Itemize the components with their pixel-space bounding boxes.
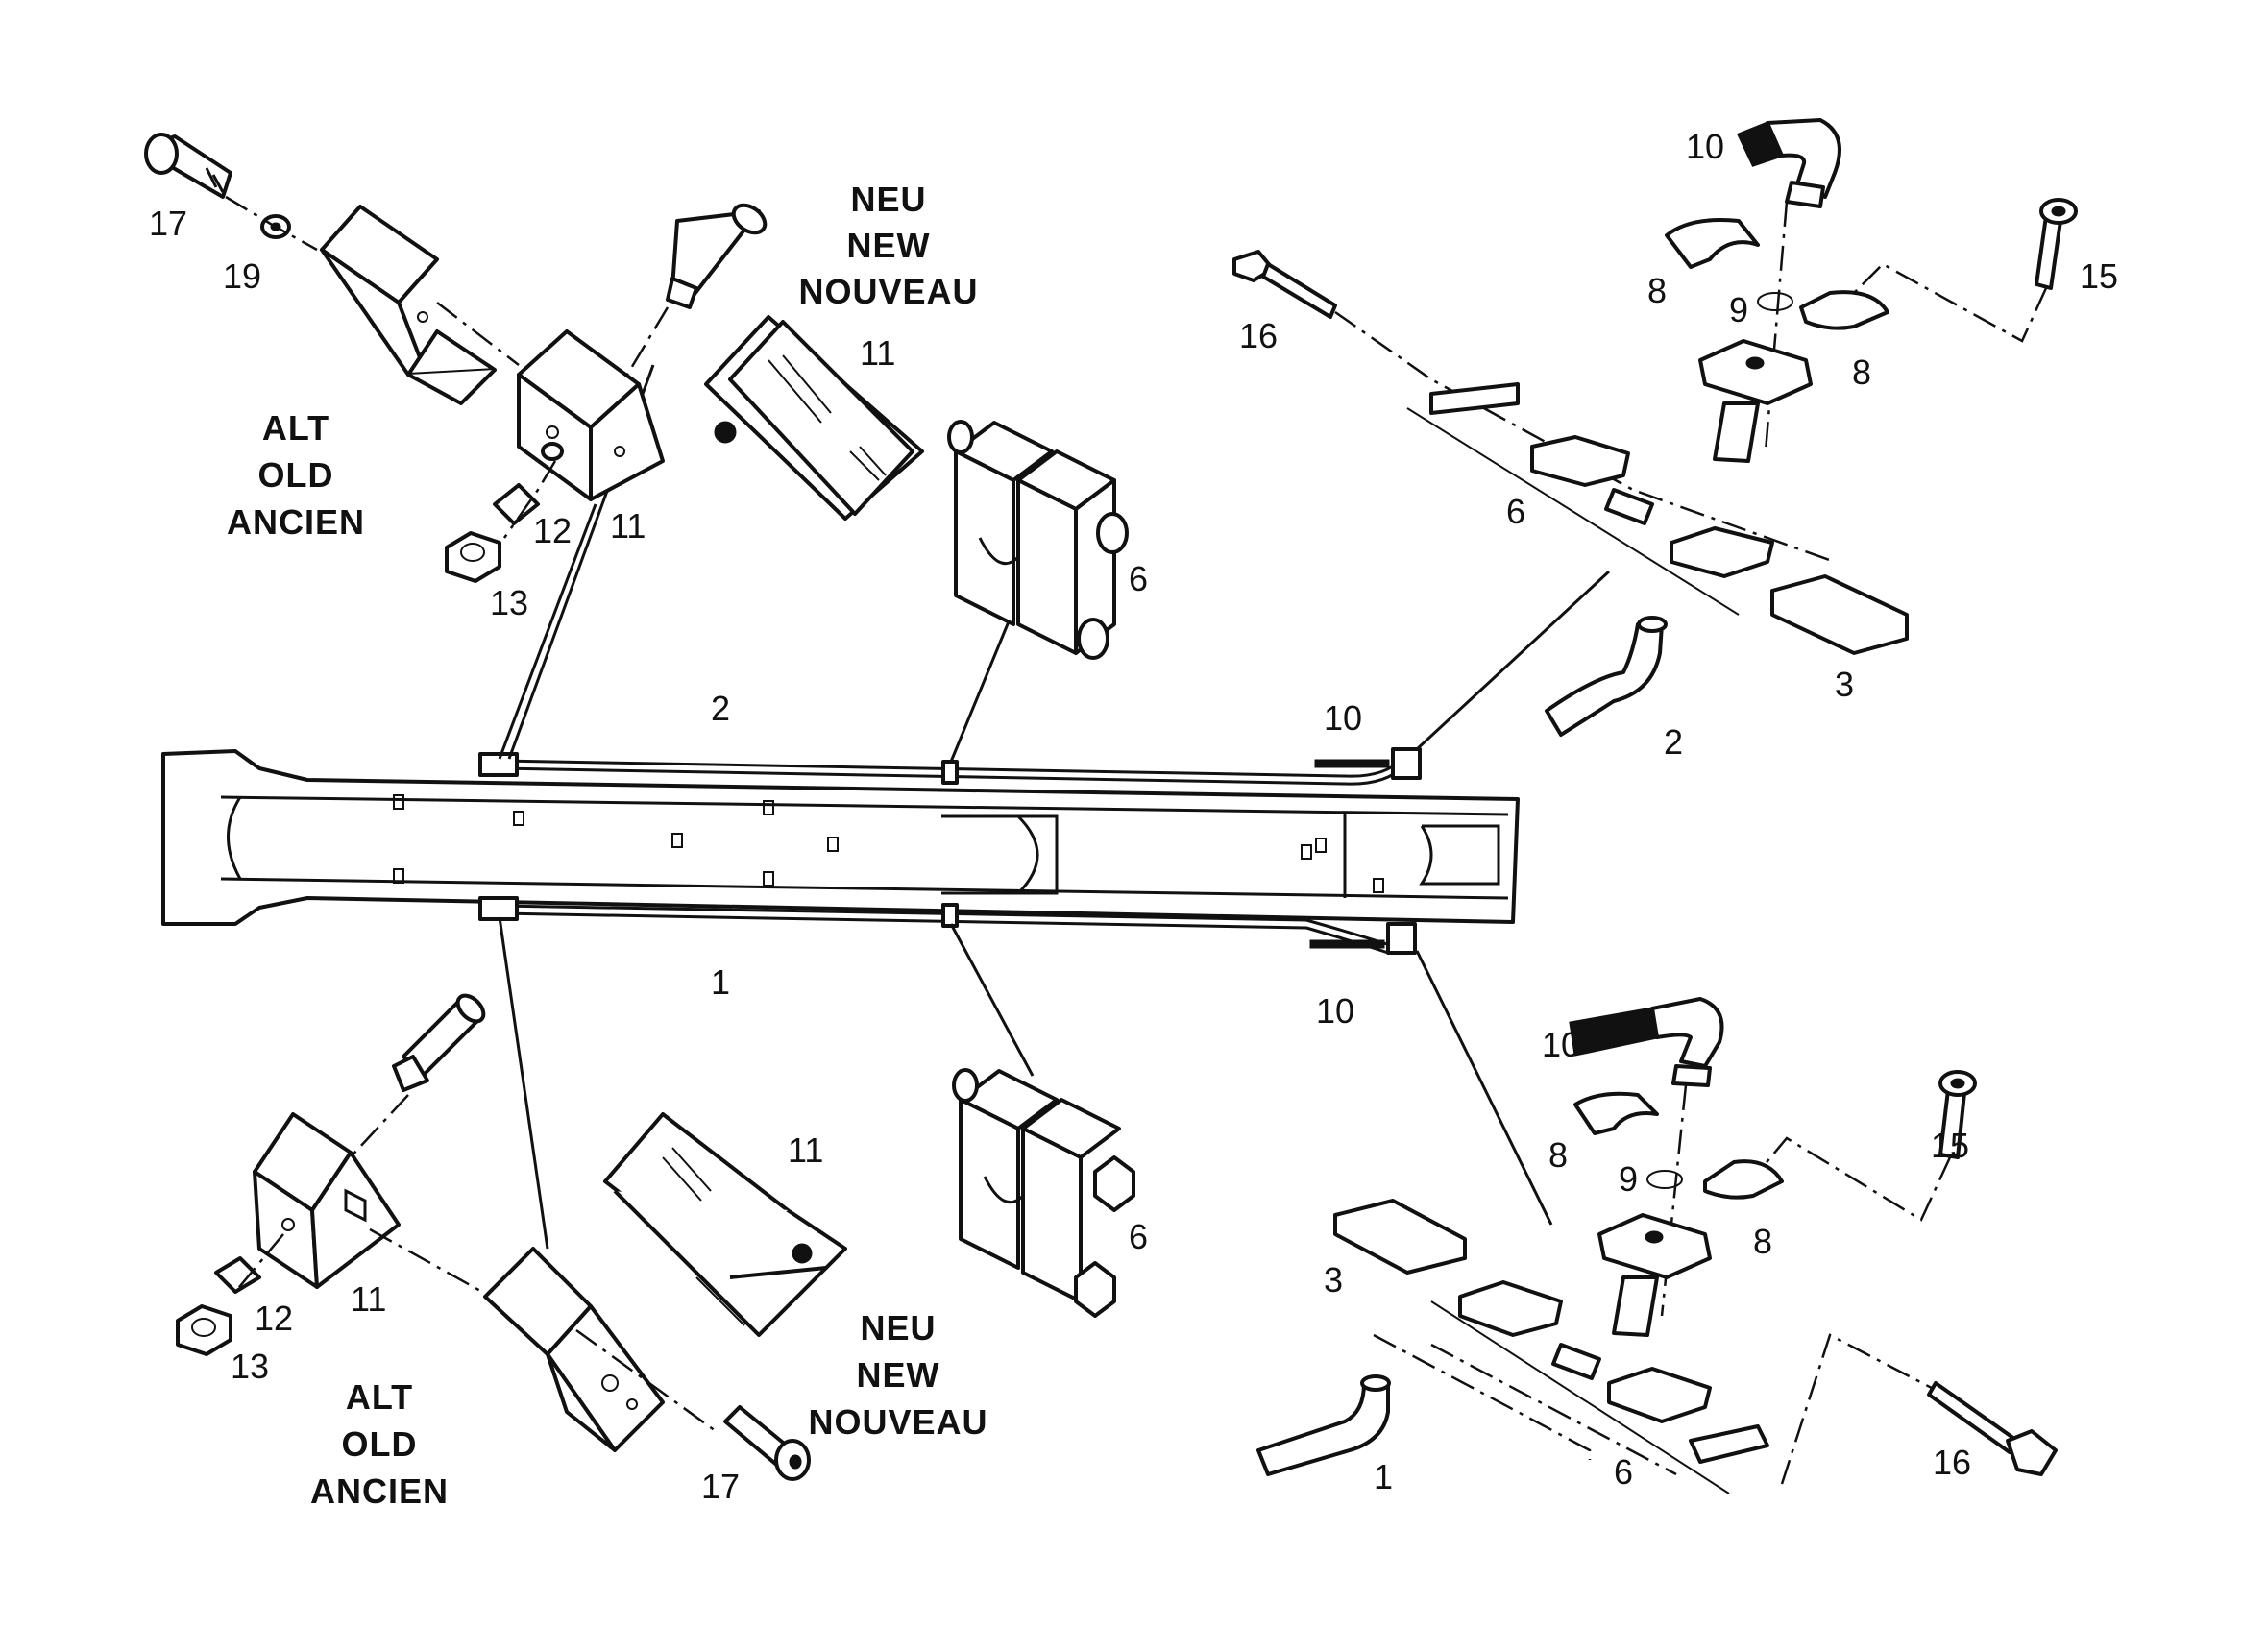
- label-2-hose: 2: [1664, 722, 1683, 762]
- label-11-old-bottom: 11: [351, 1279, 386, 1319]
- half-ring-8-bottom-b: [1703, 1159, 1784, 1200]
- label-8-bottom-a: 8: [1548, 1135, 1568, 1175]
- caption-old-de-top: ALT: [262, 408, 329, 448]
- pin-bottom: [392, 993, 486, 1092]
- label-1-hose: 1: [1374, 1457, 1393, 1496]
- hose-2: [1545, 616, 1668, 737]
- screw-17-bottom: [723, 1405, 811, 1481]
- hose-1: [1256, 1374, 1391, 1476]
- label-2-boom: 2: [711, 689, 730, 728]
- half-ring-8-bottom-a: [1573, 1091, 1659, 1135]
- caption-old-en-top: OLD: [258, 455, 334, 495]
- block-11-old-bottom: [253, 1112, 401, 1289]
- label-12-top: 12: [533, 511, 572, 550]
- label-10-boom-top: 10: [1324, 698, 1362, 738]
- oring-9-bottom: [1646, 1170, 1683, 1189]
- label-17-top: 17: [149, 204, 187, 243]
- right-assembly-top: [1232, 118, 2078, 737]
- label-19: 19: [223, 256, 261, 296]
- caption-new-de-top: NEU: [850, 180, 926, 219]
- old-assembly-top: [144, 133, 768, 583]
- label-16-top: 16: [1239, 316, 1278, 355]
- label-12-bottom: 12: [255, 1299, 293, 1338]
- swivel-block-bottom: [1597, 1213, 1712, 1337]
- clamp-half-6-bottom-a: [1458, 1280, 1563, 1337]
- caption-new-fr-bottom: NOUVEAU: [808, 1402, 987, 1442]
- clamp-half-6-bottom-b: [1607, 1367, 1712, 1423]
- caption-new-en-bottom: NEW: [857, 1355, 940, 1395]
- label-13-bottom: 13: [231, 1347, 269, 1386]
- oring-9-top: [1757, 292, 1793, 311]
- label-8-bottom-b: 8: [1753, 1222, 1772, 1261]
- clamp-half-6-top-b: [1670, 526, 1774, 578]
- old-assembly-bottom: [176, 993, 811, 1481]
- half-ring-8-top-b: [1799, 290, 1889, 330]
- label-11-new-bottom: 11: [788, 1130, 823, 1170]
- nut-12-bottom: [214, 1256, 261, 1294]
- label-8-top-a: 8: [1647, 271, 1667, 310]
- clamp-6-top: [947, 420, 1129, 660]
- hose-fitting-10-top: [1736, 118, 1841, 208]
- half-ring-8-top-a: [1665, 218, 1760, 269]
- caption-old-fr-top: ANCIEN: [227, 502, 365, 542]
- label-6-bottom: 6: [1129, 1217, 1148, 1256]
- bracket-old-top: [320, 205, 497, 405]
- block-11-old-top: [517, 329, 665, 501]
- label-15-top: 15: [2080, 256, 2118, 296]
- clamp-half-6-top-a: [1530, 435, 1630, 487]
- hose-fitting-10-bottom: [1569, 997, 1724, 1087]
- caption-new-de-bottom: NEU: [860, 1308, 936, 1348]
- boom-frame: [161, 749, 1520, 926]
- screw-15-top: [2035, 198, 2078, 290]
- new-bracket-top: [704, 315, 924, 521]
- label-3-top: 3: [1835, 665, 1854, 704]
- swivel-block-top: [1698, 339, 1813, 463]
- caption-new-fr-top: NOUVEAU: [798, 272, 978, 311]
- screw-15-bottom: [1938, 1070, 1977, 1159]
- part-number-labels: 17 19 12 11 13 11 6 2 1 10 10 11 12 13 1…: [149, 127, 2118, 1506]
- nut-13-bottom: [176, 1304, 232, 1356]
- label-17-bottom: 17: [701, 1467, 740, 1506]
- hose-lines: [478, 747, 1422, 955]
- nut-12-top: [493, 442, 564, 525]
- screw-16-bottom: [1927, 1381, 2058, 1476]
- captions: NEU NEW NOUVEAU ALT OLD ANCIEN NEU NEW N…: [227, 180, 987, 1511]
- caption-old-en-bottom: OLD: [342, 1424, 418, 1464]
- label-10-boom-bottom: 10: [1316, 991, 1354, 1031]
- label-10-top-right: 10: [1686, 127, 1724, 166]
- plate-bottom-b: [1689, 1424, 1769, 1464]
- plate-top-a: [1429, 382, 1520, 415]
- bracket-old-bottom: [483, 1247, 665, 1452]
- pin-6-bottom: [1551, 1343, 1601, 1380]
- label-6-top: 6: [1129, 559, 1148, 598]
- screw-16-top: [1232, 250, 1337, 319]
- plate-3-top: [1770, 574, 1909, 655]
- nut-13-top: [445, 531, 501, 583]
- caption-old-de-bottom: ALT: [346, 1377, 413, 1417]
- label-1-boom: 1: [711, 962, 730, 1002]
- label-13-top: 13: [490, 583, 528, 622]
- label-9-bottom: 9: [1619, 1159, 1638, 1199]
- clamp-6-bottom: [952, 1068, 1135, 1318]
- label-10-bottom-right: 10: [1542, 1025, 1580, 1064]
- label-6-top-right: 6: [1506, 492, 1525, 531]
- right-assembly-bottom: [1256, 997, 2058, 1494]
- caption-old-fr-bottom: ANCIEN: [310, 1471, 449, 1511]
- label-9-top: 9: [1729, 290, 1748, 329]
- pin-6-top: [1604, 488, 1654, 525]
- label-6-bottom-right: 6: [1614, 1452, 1633, 1492]
- label-15-bottom: 15: [1931, 1126, 1969, 1165]
- label-8-top-b: 8: [1852, 352, 1871, 392]
- new-bracket-bottom: [603, 1112, 847, 1337]
- label-11-new-top: 11: [860, 333, 895, 373]
- pin-top: [666, 203, 768, 309]
- label-16-bottom: 16: [1933, 1443, 1971, 1482]
- label-11-old-top: 11: [610, 506, 646, 546]
- label-3-bottom: 3: [1324, 1260, 1343, 1300]
- caption-new-en-top: NEW: [847, 226, 931, 265]
- plate-3-bottom: [1333, 1199, 1467, 1275]
- screw-17-top: [144, 133, 232, 199]
